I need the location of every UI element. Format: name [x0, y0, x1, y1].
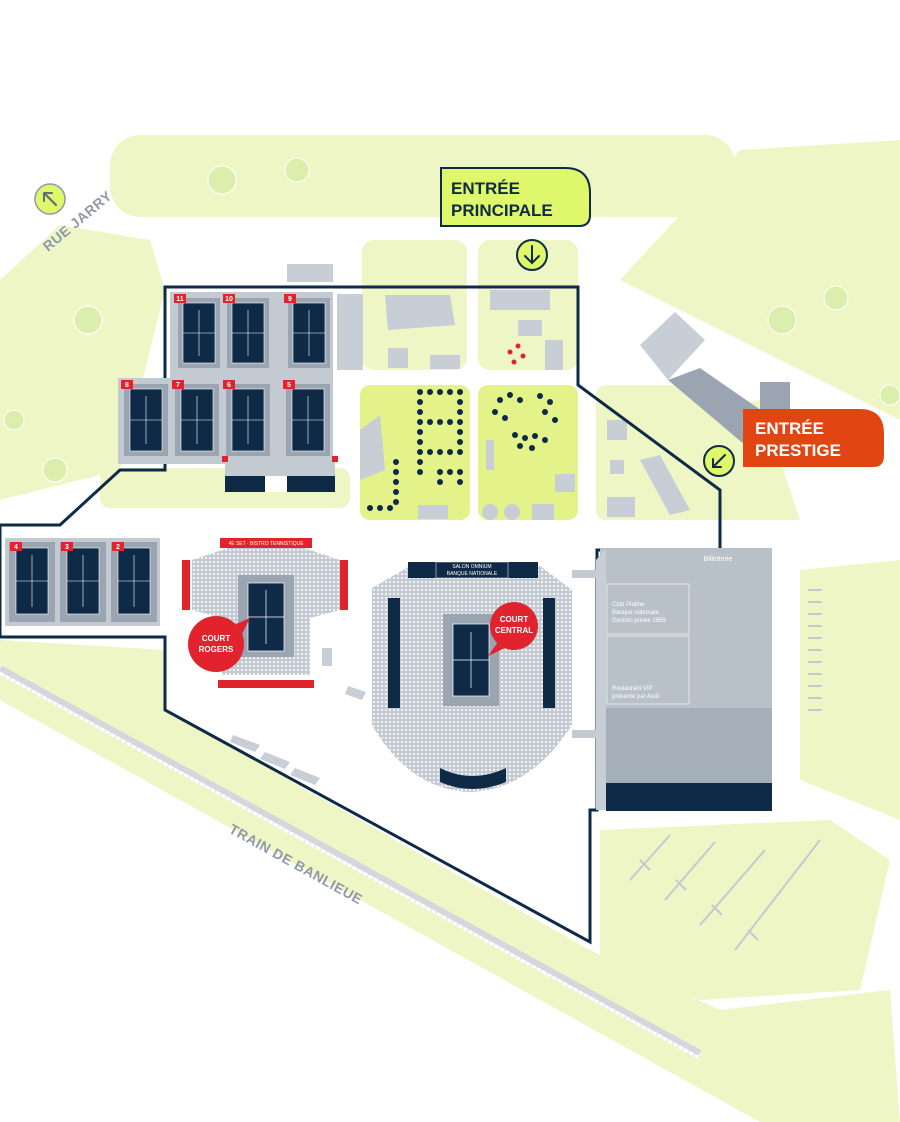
court-number: 5 — [287, 382, 291, 389]
structures — [230, 264, 790, 785]
billetterie-label: Billetterie — [704, 556, 733, 563]
red-dots — [507, 343, 526, 365]
restaurant-label-2: présenté par Audi — [612, 694, 659, 700]
court-4[interactable]: 4 — [9, 542, 55, 622]
court-10[interactable]: 10 — [223, 294, 269, 368]
court-central-stadium[interactable]: SALON OMNIUM BANQUE NATIONALE — [372, 561, 598, 792]
court-11[interactable]: 11 — [174, 294, 220, 368]
svg-text:ROGERS: ROGERS — [199, 645, 234, 654]
court-2[interactable]: 2 — [111, 542, 157, 622]
railway-track — [0, 665, 702, 1056]
club-platine-label-2: Banque nationale — [612, 610, 659, 616]
court-6[interactable]: 6 — [223, 380, 270, 456]
court-number: 2 — [116, 544, 120, 551]
svg-text:COURT: COURT — [202, 634, 231, 643]
court-5[interactable]: 5 — [283, 380, 330, 456]
trees — [3, 157, 900, 483]
svg-text:CENTRAL: CENTRAL — [495, 626, 533, 635]
restaurant-label-1: Restaurant VIP — [612, 686, 653, 692]
arrow-down-icon[interactable] — [516, 239, 548, 271]
court-central-bubble: COURT CENTRAL — [488, 602, 538, 656]
arrow-up-left-icon — [34, 183, 66, 215]
court-number: 11 — [176, 296, 184, 303]
arrow-down-left-icon[interactable] — [703, 445, 735, 477]
crowd-dots — [367, 389, 558, 511]
club-platine-label-1: Club Platine — [612, 602, 645, 608]
courts-left: 4 3 2 — [5, 538, 160, 626]
court-7[interactable]: 7 — [172, 380, 219, 456]
entree-principale-label-1: ENTRÉE — [451, 179, 520, 198]
court-number: 6 — [227, 382, 231, 389]
entree-prestige-label-1: ENTRÉE — [755, 419, 824, 438]
court-number: 3 — [65, 544, 69, 551]
court-number: 9 — [288, 296, 292, 303]
entree-principale-label-2: PRINCIPALE — [451, 201, 553, 220]
main-building: Billetterie Club Platine Banque national… — [596, 548, 772, 811]
court-number: 8 — [125, 382, 129, 389]
entree-principale-callout[interactable]: ENTRÉE PRINCIPALE — [440, 167, 591, 227]
court-9[interactable]: 9 — [284, 294, 330, 368]
bistro-label: 4E SET · BISTRO TENNISTIQUE — [228, 541, 304, 547]
court-3[interactable]: 3 — [60, 542, 106, 622]
site-boundary — [0, 285, 722, 945]
court-number: 4 — [14, 544, 18, 551]
site-interior — [100, 240, 716, 520]
entree-prestige-label-2: PRESTIGE — [755, 441, 841, 460]
entree-prestige-callout[interactable]: ENTRÉE PRESTIGE — [743, 409, 884, 467]
salon-label-1: SALON OMNIUM — [452, 564, 491, 570]
svg-text:COURT: COURT — [500, 615, 529, 624]
court-rogers-bubble: COURT ROGERS — [188, 616, 250, 672]
courts-upper: 11 10 9 8 — [118, 292, 338, 492]
club-platine-label-3: Gestion privée 1859 — [612, 618, 666, 624]
court-number: 7 — [176, 382, 180, 389]
court-number: 10 — [225, 296, 233, 303]
salon-label-2: BANQUE NATIONALE — [447, 571, 498, 577]
court-8[interactable]: 8 — [121, 380, 168, 456]
parking — [629, 589, 822, 951]
